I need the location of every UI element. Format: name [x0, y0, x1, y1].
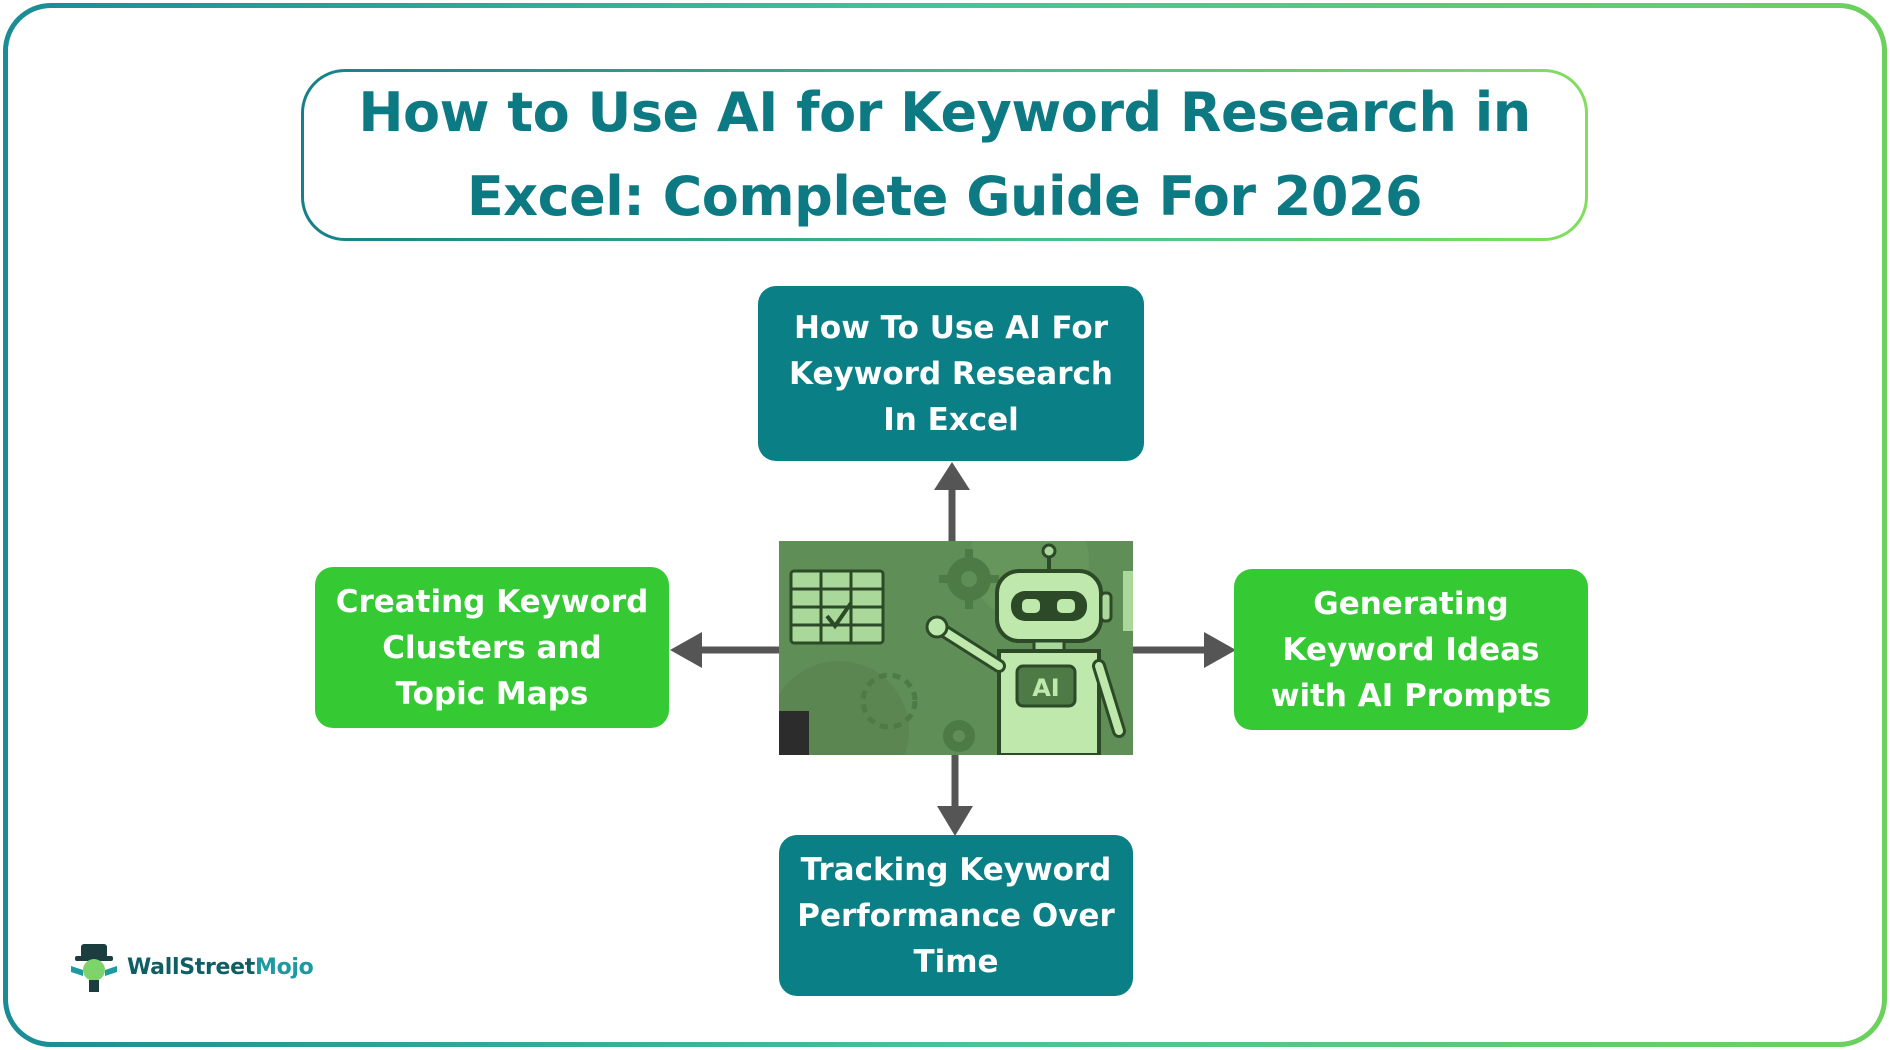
title-box: How to Use AI for Keyword Research in Ex…	[301, 69, 1588, 241]
arrowhead-left	[670, 632, 702, 668]
node-bottom: Tracking Keyword Performance Over Time	[779, 835, 1133, 996]
robot-icon: AI	[925, 543, 1126, 755]
arrowhead-up	[934, 462, 970, 490]
node-right-line-1: Generating	[1313, 585, 1509, 622]
arrowhead-down	[937, 806, 973, 836]
center-illustration: AI	[779, 541, 1133, 755]
title-line-1: How to Use AI for Keyword Research in	[358, 81, 1531, 144]
robot-ai-badge: AI	[1032, 674, 1060, 702]
spreadsheet-icon	[789, 569, 885, 645]
logo-wordmark: WallStreetMojo	[127, 954, 314, 980]
node-right-line-3: with AI Prompts	[1270, 677, 1552, 714]
node-top: How To Use AI For Keyword Research In Ex…	[758, 286, 1144, 461]
node-bottom-line-1: Tracking Keyword	[800, 851, 1112, 888]
arrowhead-right	[1204, 632, 1236, 668]
brand-logo: WallStreetMojo	[67, 940, 314, 994]
title-line-2: Excel: Complete Guide For 2026	[466, 165, 1423, 228]
node-left: Creating Keyword Clusters and Topic Maps	[315, 567, 669, 728]
node-left-line-2: Clusters and	[382, 629, 602, 666]
node-right-line-2: Keyword Ideas	[1282, 631, 1540, 668]
node-top-line-1: How To Use AI For	[793, 309, 1109, 346]
node-bottom-line-3: Time	[913, 943, 999, 980]
logo-part-2: Mojo	[254, 954, 314, 980]
node-bottom-line-2: Performance Over	[797, 897, 1115, 934]
node-right: Generating Keyword Ideas with AI Prompts	[1234, 569, 1588, 730]
node-top-line-3: In Excel	[883, 401, 1019, 438]
node-left-line-3: Topic Maps	[395, 675, 589, 712]
node-left-line-1: Creating Keyword	[335, 583, 649, 620]
logo-part-1: WallStreet	[127, 954, 255, 980]
gear-icon	[939, 549, 999, 752]
page-title: How to Use AI for Keyword Research in Ex…	[310, 71, 1580, 239]
node-top-line-2: Keyword Research	[789, 355, 1113, 392]
mojo-logo-icon	[71, 944, 117, 992]
